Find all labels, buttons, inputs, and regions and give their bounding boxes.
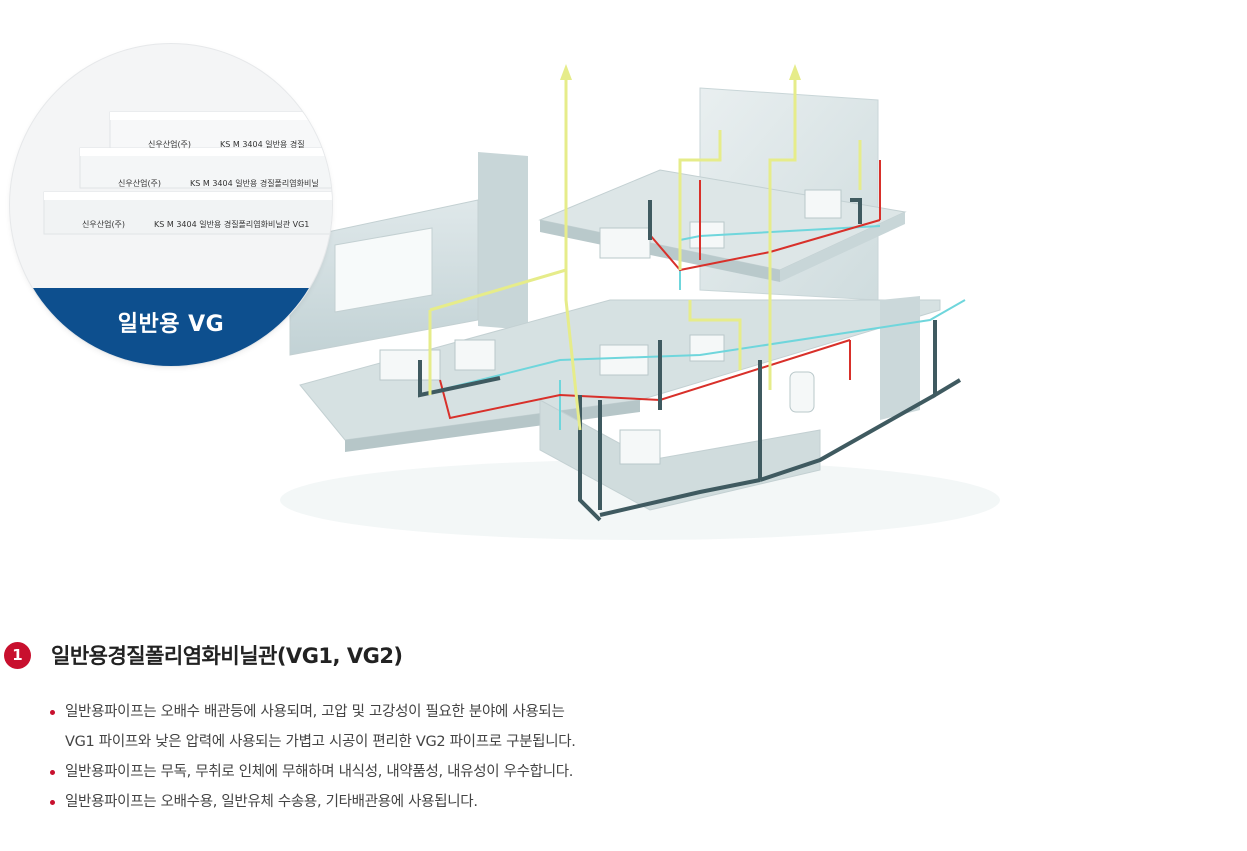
section-title: 일반용경질폴리염화비닐관(VG1, VG2)	[51, 644, 403, 668]
pipe-print-2: 신우산업(주)	[118, 178, 161, 188]
description-line: 일반용파이프는 무독, 무취로 인체에 무해하며 내식성, 내약품성, 내유성이…	[65, 764, 574, 780]
section-heading: 1 일반용경질폴리염화비닐관(VG1, VG2)	[4, 640, 403, 670]
pipe-print-2-spec: KS M 3404 일반용 경질폴리염화비닐	[190, 178, 319, 188]
description-line: 일반용파이프는 오배수용, 일반유체 수송용, 기타배관용에 사용됩니다.	[65, 794, 478, 810]
description-list: 일반용파이프는 오배수 배관등에 사용되며, 고압 및 고강성이 필요한 분야에…	[48, 697, 576, 817]
description-line: 일반용파이프는 오배수 배관등에 사용되며, 고압 및 고강성이 필요한 분야에…	[65, 704, 565, 720]
section-number-badge: 1	[4, 641, 31, 669]
bullet-dot	[50, 800, 55, 805]
badge-label: 일반용 VG	[117, 312, 225, 337]
bullet-dot	[50, 770, 55, 775]
pipe-print-1: 신우산업(주)	[148, 139, 191, 149]
description-item: 일반용파이프는 무독, 무취로 인체에 무해하며 내식성, 내약품성, 내유성이…	[48, 757, 576, 787]
pipe-print-3-spec: KS M 3404 일반용 경질폴리염화비닐관 VG1	[154, 219, 309, 229]
stacked-pipes-graphic: 신우산업(주) KS M 3404 일반용 경질 신우산업(주) KS M 34…	[43, 111, 332, 235]
description-item: 일반용파이프는 오배수 배관등에 사용되며, 고압 및 고강성이 필요한 분야에…	[48, 697, 576, 757]
pipe-print-3: 신우산업(주)	[82, 219, 125, 229]
badge-blue-band	[10, 288, 332, 366]
vg-pipe-badge: 신우산업(주) KS M 3404 일반용 경질 신우산업(주) KS M 34…	[10, 44, 332, 366]
pipe-print-1-spec: KS M 3404 일반용 경질	[220, 139, 305, 149]
description-item: 일반용파이프는 오배수용, 일반유체 수송용, 기타배관용에 사용됩니다.	[48, 787, 576, 817]
plumbing-building-illustration	[280, 64, 1000, 540]
bullet-dot	[50, 710, 55, 715]
description-line: VG1 파이프와 낮은 압력에 사용되는 가볍고 시공이 편리한 VG2 파이프…	[65, 734, 576, 750]
